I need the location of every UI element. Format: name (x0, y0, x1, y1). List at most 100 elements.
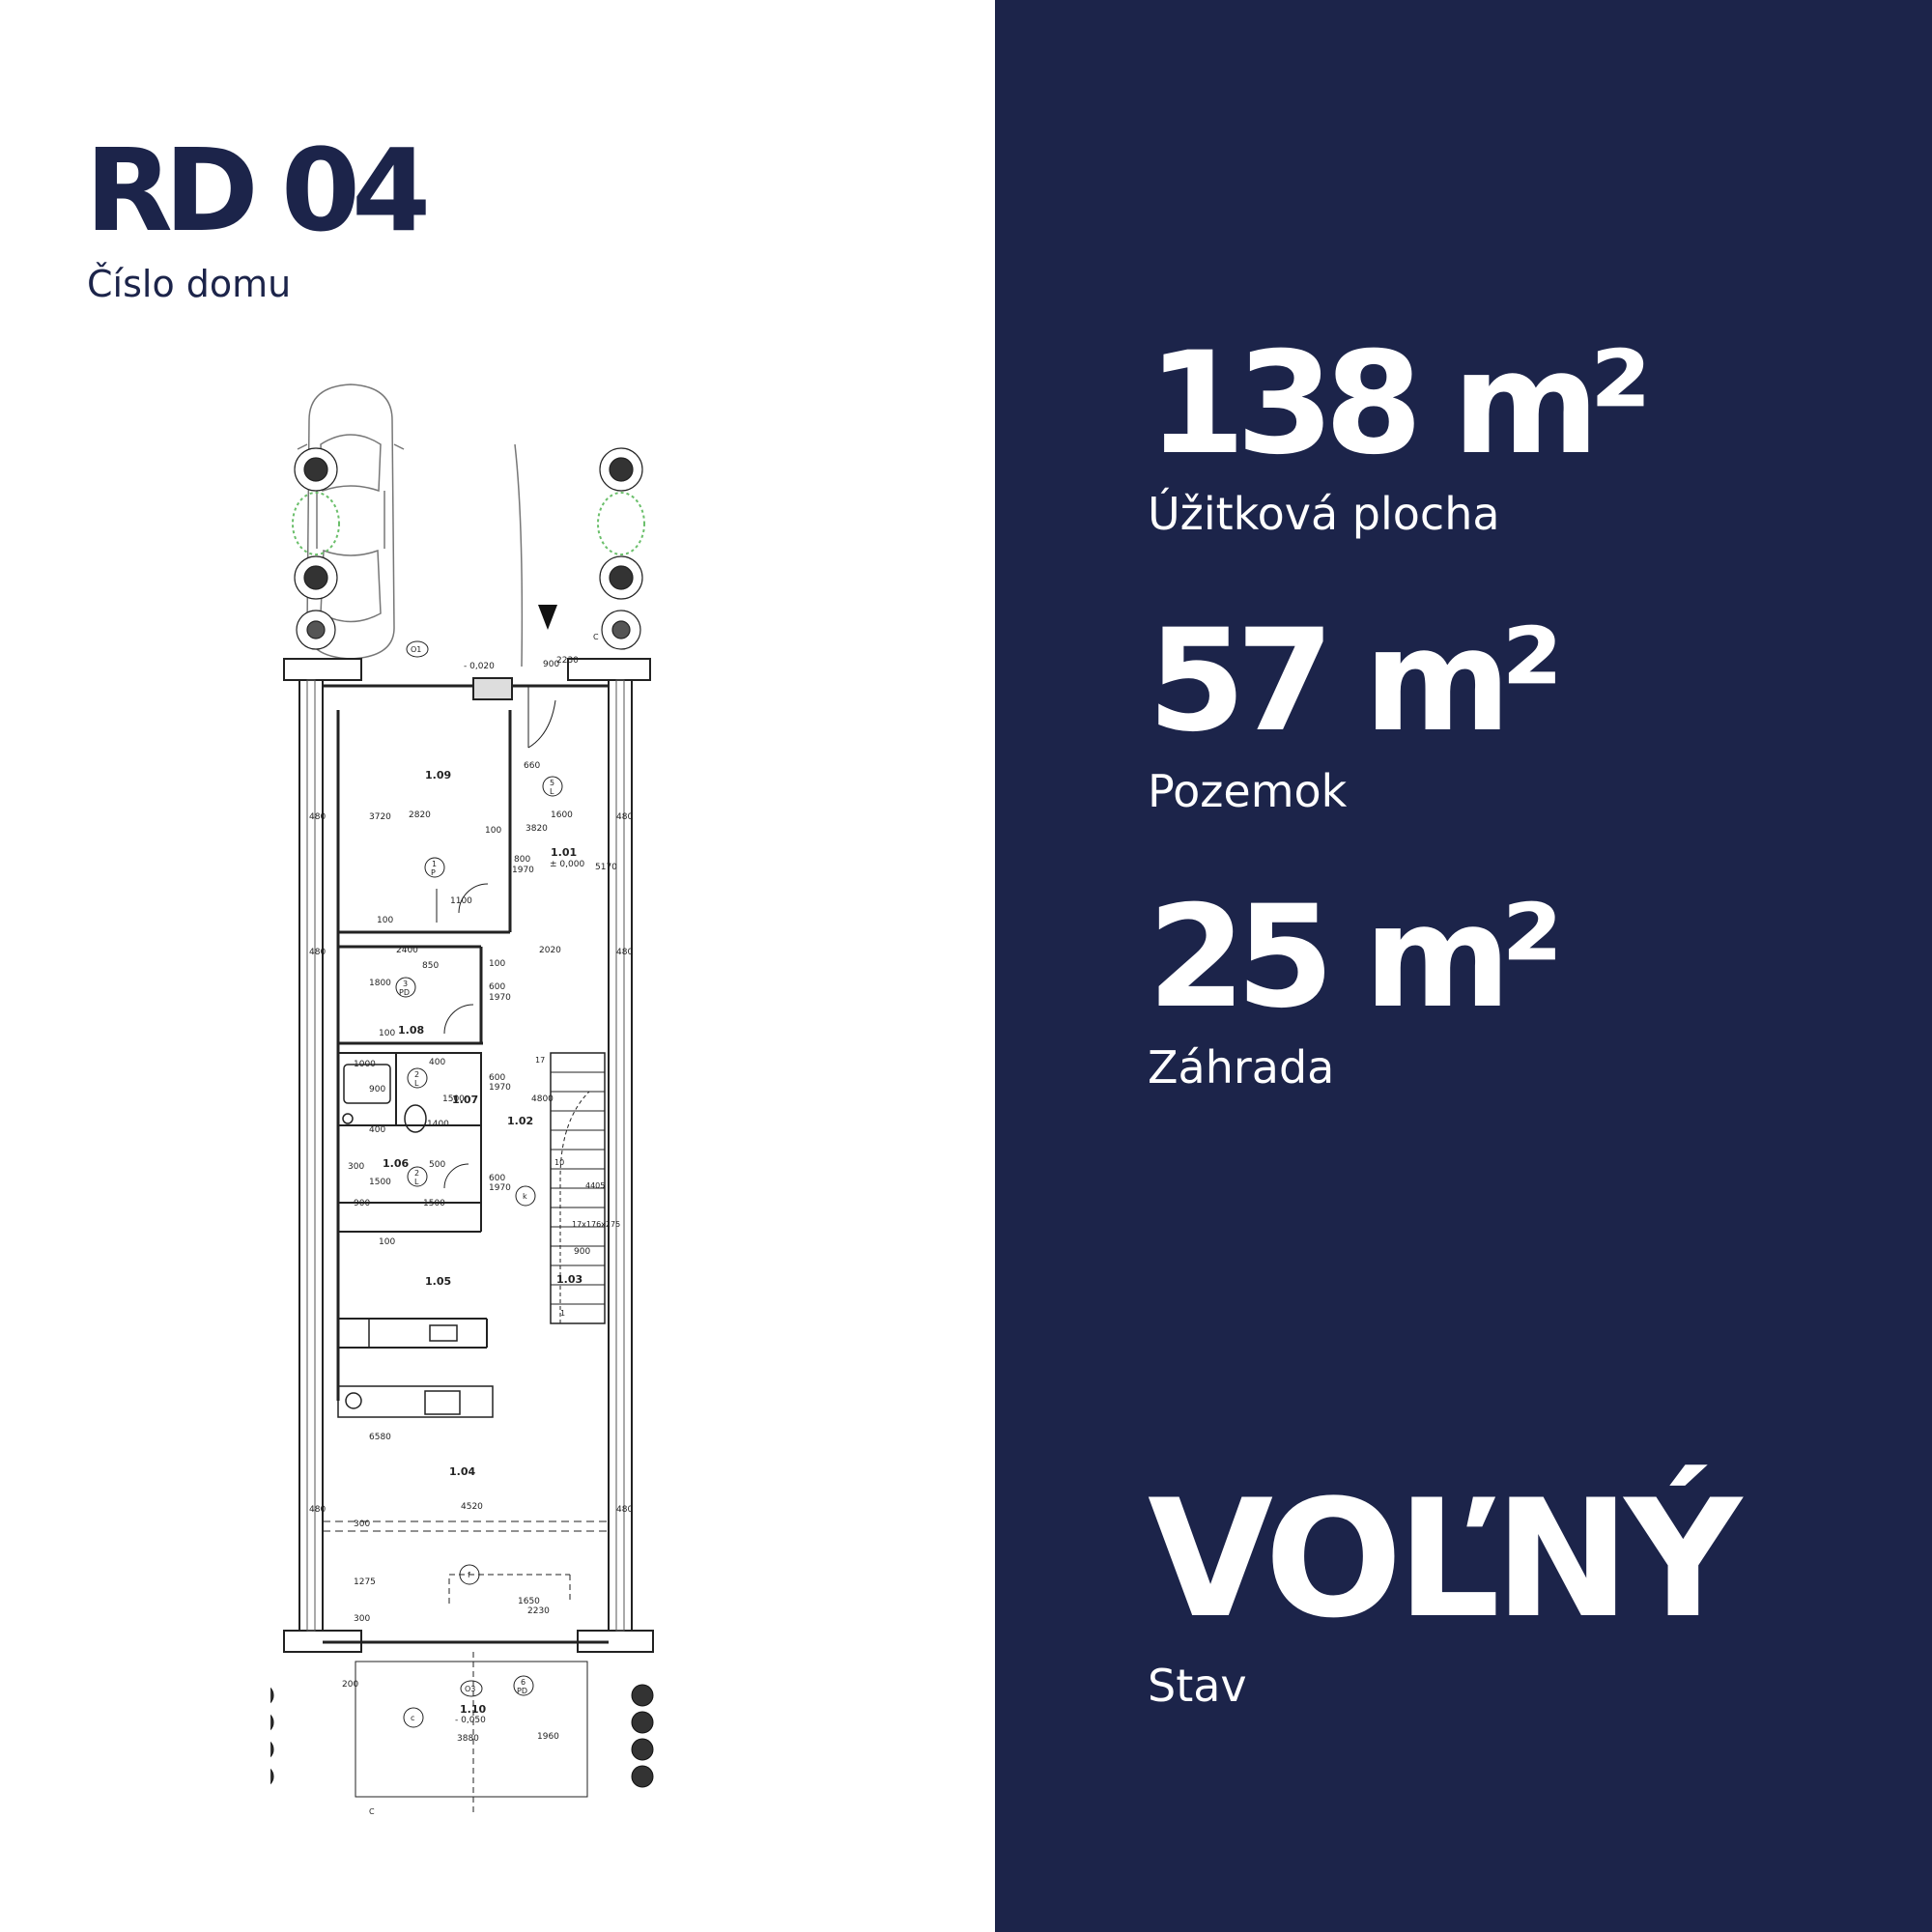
stat-garden: 25 m² Záhrada (1148, 887, 1563, 1094)
dimension: 480 (309, 948, 326, 957)
room-label: 1.04 (449, 1465, 475, 1478)
dimension: 480 (309, 1505, 326, 1515)
dimension: 480 (616, 948, 633, 957)
status-value: VOĽNÝ (1148, 1464, 1742, 1654)
dimension: 480 (616, 1505, 633, 1515)
stair-step-label: 1 (560, 1309, 565, 1318)
plan-panel: RD 04 Číslo domu (85, 124, 654, 1816)
dimension: 100 (489, 959, 505, 969)
dimension: 400 (369, 1125, 385, 1135)
stair-step-label: 17 (535, 1056, 545, 1065)
dimension: 1970 (512, 866, 534, 875)
dimension: 3720 (369, 812, 391, 822)
mark-label: f (468, 1571, 470, 1579)
room-label: 1.08 (398, 1024, 424, 1037)
dimension: 900 (543, 660, 559, 669)
dimension: 100 (379, 1237, 395, 1247)
dimension: 3820 (526, 824, 548, 834)
dimension: 1970 (489, 993, 511, 1003)
mark-label: c (411, 1714, 414, 1722)
dimension: 300 (354, 1614, 370, 1624)
door-tag: P (431, 868, 436, 877)
door-tag: PD (517, 1687, 527, 1695)
room-label: 1.10 (460, 1703, 486, 1716)
door-tag: L (414, 1079, 419, 1088)
dimension: 100 (377, 916, 393, 925)
stair-spec: 17x176x275 (572, 1220, 620, 1229)
dimension: 5170 (595, 863, 617, 872)
window-tag: O3 (465, 1685, 475, 1693)
entrance-marker-icon (538, 605, 557, 630)
dimension: 1400 (427, 1120, 449, 1129)
door-tag: 6 (521, 1678, 526, 1687)
dimension: 300 (354, 1520, 370, 1529)
dimension: 1600 (551, 810, 573, 820)
dimension: 600 (489, 982, 505, 992)
tree-icon (294, 447, 643, 650)
house-number: RD 04 (85, 124, 431, 257)
dimension: 6580 (369, 1433, 391, 1442)
car-icon (297, 384, 524, 668)
dimension: 1650 (518, 1597, 540, 1606)
stat-usable-area: 138 m² Úžitková plocha (1148, 322, 1652, 540)
hedge-icon (292, 492, 645, 555)
level-label: - 0,020 (464, 662, 495, 671)
dimension: 1970 (489, 1183, 511, 1193)
dimension: 100 (379, 1029, 395, 1038)
dimension: 2400 (396, 946, 418, 955)
dimension: 480 (309, 812, 326, 822)
door-tag: L (550, 787, 554, 796)
door-tag: 2 (414, 1070, 419, 1079)
dimension: 300 (348, 1162, 364, 1172)
level-label: - 0,050 (455, 1716, 486, 1725)
door-tag: 3 (403, 980, 408, 988)
dimension: 1100 (450, 896, 472, 906)
dimension: 200 (342, 1680, 358, 1690)
dimension: 1000 (354, 1060, 376, 1069)
stat-label: Úžitková plocha (1148, 488, 1500, 540)
floor-plan: 1.09 1.01 1.08 1.07 1.02 1.06 1.05 1.03 … (270, 384, 654, 1816)
info-panel (995, 0, 1932, 1932)
dimension: 2230 (527, 1606, 550, 1616)
dimension: 600 (489, 1174, 505, 1183)
status-label: Stav (1148, 1660, 1247, 1712)
dimension: 1800 (369, 979, 391, 988)
mark-label: k (523, 1192, 527, 1201)
dimension: 100 (485, 826, 501, 836)
dimension: 1960 (537, 1732, 559, 1742)
dimension: 2020 (539, 946, 561, 955)
dimension: 800 (514, 855, 530, 865)
room-label: 1.06 (383, 1157, 409, 1170)
dimension: 2820 (409, 810, 431, 820)
dimension: 480 (616, 812, 633, 822)
dimension: 400 (429, 1058, 445, 1067)
walls (283, 658, 654, 1816)
dimension: 2230 (556, 656, 579, 666)
door-tag: L (414, 1178, 419, 1186)
stair-step-label: 10 (554, 1158, 564, 1167)
room-label: 1.01 (551, 846, 577, 859)
dimension: 850 (422, 961, 439, 971)
status-block: VOĽNÝ Stav (1148, 1464, 1742, 1712)
tree-icon (270, 1684, 654, 1788)
room-label: 1.07 (452, 1094, 478, 1106)
dimension: 3880 (457, 1734, 479, 1744)
dimension: 600 (489, 1073, 505, 1083)
dimension: 1500 (423, 1199, 445, 1208)
dimension: 1500 (369, 1178, 391, 1187)
door-tag: 1 (432, 860, 437, 868)
room-label: 1.03 (556, 1273, 582, 1286)
dimension: 4800 (531, 1094, 554, 1104)
house-number-label: Číslo domu (87, 263, 292, 305)
dimension: 900 (369, 1085, 385, 1094)
stat-plot: 57 m² Pozemok (1148, 611, 1563, 817)
stat-label: Záhrada (1148, 1041, 1335, 1094)
dimension: 1500 (442, 1094, 465, 1104)
dimension: 1970 (489, 1083, 511, 1093)
door-tag: 5 (550, 779, 554, 787)
dimension: 4520 (461, 1502, 483, 1512)
stat-value: 138 m² (1148, 322, 1652, 486)
level-label: ± 0,000 (550, 860, 584, 869)
stair-run: 4405 (585, 1181, 605, 1190)
dimension: 1275 (354, 1577, 376, 1587)
